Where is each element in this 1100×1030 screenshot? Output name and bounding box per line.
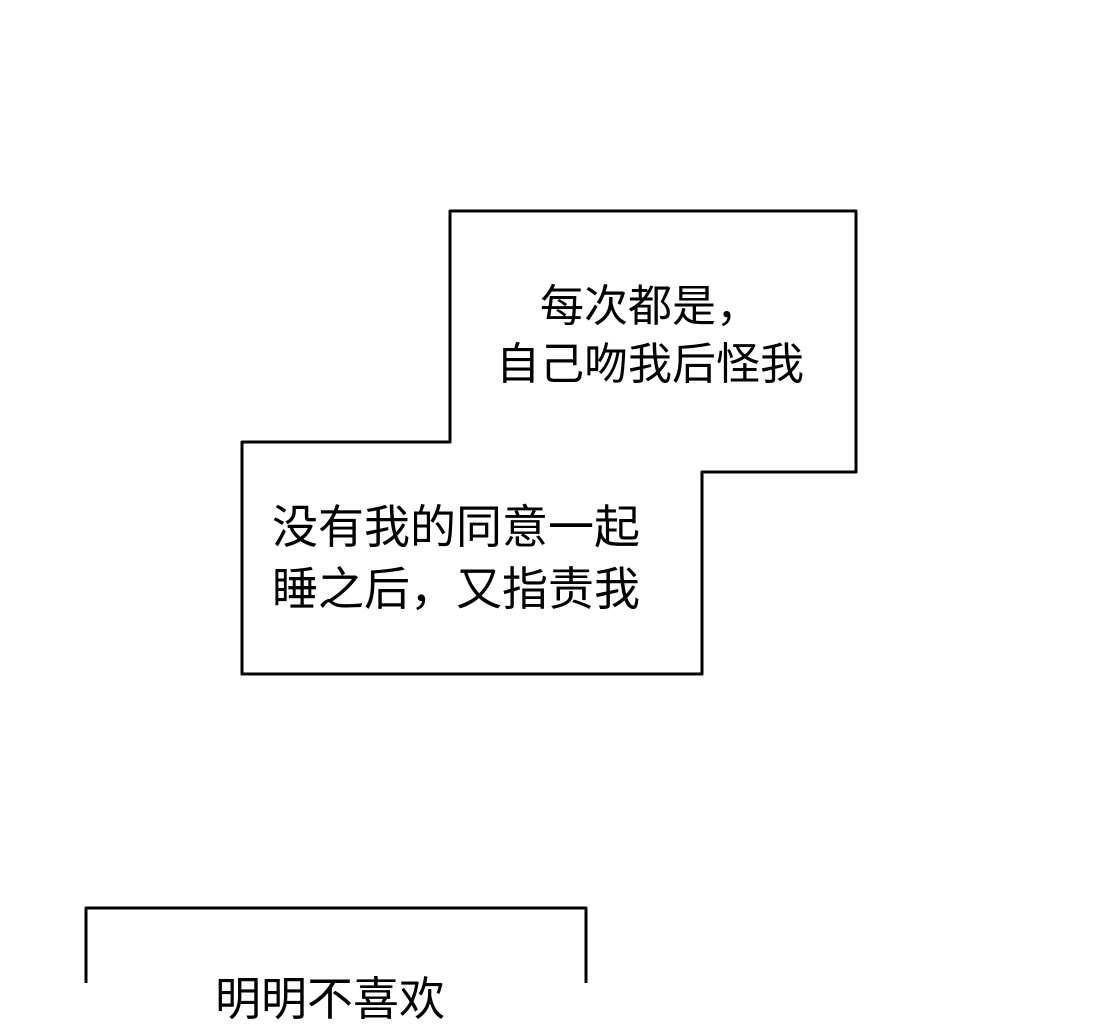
caption-line: 没有我的同意一起 [272,500,640,554]
caption-line: 自己吻我后怪我 [496,339,804,390]
top-caption: 每次都是， 自己吻我后怪我 [480,278,820,394]
caption-line: 每次都是， [540,281,760,332]
caption-line: 明明不喜欢 [215,972,445,1026]
middle-caption: 没有我的同意一起 睡之后，又指责我 [272,496,640,620]
stepped-text-box [240,209,858,676]
caption-line: 睡之后，又指责我 [272,562,640,616]
speech-boxes [84,209,858,983]
bottom-text-box [84,906,588,983]
bottom-caption: 明明不喜欢 [215,968,445,1030]
